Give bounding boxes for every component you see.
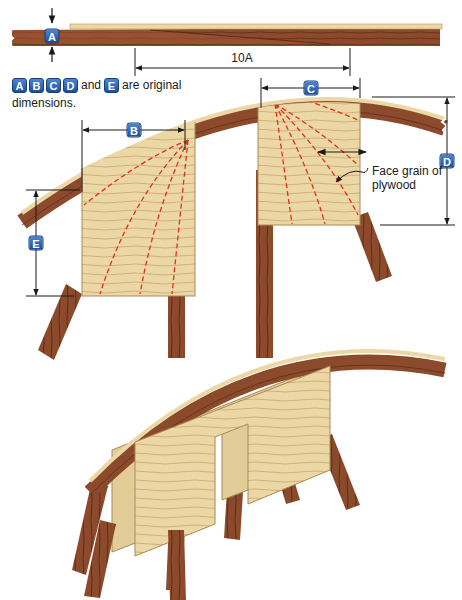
dimension-letter: C <box>304 81 319 96</box>
assembled-view <box>72 351 445 600</box>
dimension-letter: A <box>12 78 27 93</box>
dimension-letter: B <box>29 78 44 93</box>
dimension-letter: D <box>63 78 78 93</box>
dimension-label: 10A <box>228 51 255 65</box>
dimension-letter: E <box>104 78 119 93</box>
dimension-letter: C <box>46 78 61 93</box>
callout-text: Face grain of plywood <box>372 164 450 192</box>
straight-board <box>8 24 442 46</box>
note-words: and <box>81 78 101 92</box>
plywood-gussets <box>82 60 360 296</box>
dimension-letter: A <box>45 29 60 44</box>
dimension-letter: E <box>29 236 44 251</box>
note-text: ABCDandEare original dimensions. <box>12 76 184 112</box>
dimension-letter: B <box>127 123 142 138</box>
